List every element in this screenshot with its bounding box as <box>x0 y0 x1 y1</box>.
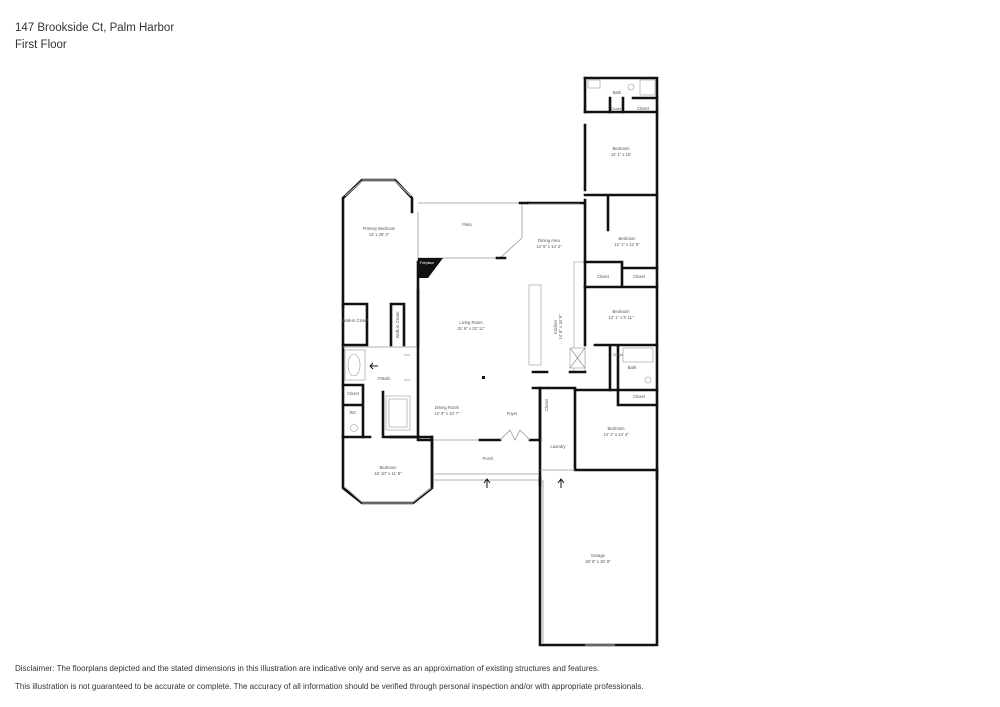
room-name: Walk-in Closet <box>395 311 400 339</box>
room-name: Bath <box>628 365 637 370</box>
room-name: Closet <box>544 398 549 411</box>
bedroom-5-outline <box>341 435 434 505</box>
room-name: Bedroom <box>608 426 626 431</box>
room-name: Primary Bedroom <box>363 226 396 231</box>
room-labels: Primary Bedroom 13' x 29' 4" Patio Firep… <box>342 90 650 564</box>
address-title: 147 Brookside Ct, Palm Harbor <box>15 22 175 34</box>
primary-bath-fixtures <box>341 349 420 439</box>
room-dims: 14' 8" x 18' 9" <box>558 314 563 340</box>
room-name: Bedroom <box>613 309 631 314</box>
fireplace-shape <box>418 258 443 278</box>
garage-outline <box>538 468 659 647</box>
right-wing-walls <box>538 76 659 480</box>
room-name: Bedroom <box>380 465 398 470</box>
room-name: Closet <box>633 394 646 399</box>
room-name: Closet <box>597 274 610 279</box>
room-name: Dining Area <box>538 238 560 243</box>
room-name: Living Room <box>459 320 483 325</box>
room-name: Bedroom <box>619 236 637 241</box>
room-dims: 15' 10" x 11' 8" <box>374 471 402 476</box>
room-name: Fireplace <box>420 261 434 265</box>
floor-label: First Floor <box>15 39 67 51</box>
room-name: Porch <box>483 456 495 461</box>
room-name: Walk-in Closet <box>342 318 370 323</box>
room-dims: 12' 1" x 9' 11" <box>609 315 634 320</box>
room-name: Closet <box>633 274 646 279</box>
room-name: Dining Room <box>435 405 460 410</box>
plan-header: 147 Brookside Ct, Palm Harbor First Floo… <box>15 20 174 54</box>
room-name: Foyer <box>507 411 518 416</box>
svg-text:Primary Bedroom: Primary Bedroom <box>363 226 396 231</box>
room-name: Laundry <box>550 444 566 449</box>
room-name: Closet <box>347 391 360 396</box>
room-name: WC <box>350 410 357 415</box>
room-dims: 12' 1" x 15' <box>611 152 632 157</box>
room-name: Patio <box>462 222 472 227</box>
room-dims: 14' 1" x 14' 4" <box>603 432 629 437</box>
patio-outline <box>418 201 530 278</box>
room-dims: 12' 9" x 10' 7" <box>434 411 460 416</box>
room-dims: 20' 5" x 30' 8" <box>585 559 611 564</box>
disclaimer-line-1: Disclaimer: The floorplans depicted and … <box>15 664 600 673</box>
room-dims: 21' 6" x 22' 11" <box>457 326 485 331</box>
room-dims: 12' 1" x 12' 8" <box>614 242 640 247</box>
room-name: Kitchen <box>553 319 558 334</box>
room-name: Bedroom <box>613 146 631 151</box>
room-name: Closet <box>611 107 621 111</box>
disclaimer-line-2: This illustration is not guaranteed to b… <box>15 682 644 691</box>
room-name: Bath <box>613 90 622 95</box>
room-dims: 13' x 29' 4" <box>369 232 390 237</box>
room-name: Garage <box>591 553 606 558</box>
walk-in-closets <box>341 302 418 348</box>
porch-outline <box>430 438 542 488</box>
room-name: Closet <box>637 106 650 111</box>
room-name: Closet <box>613 353 623 357</box>
room-dims: 14' 6" x 14' 2" <box>536 244 562 249</box>
room-name: P.Bath <box>378 376 391 381</box>
